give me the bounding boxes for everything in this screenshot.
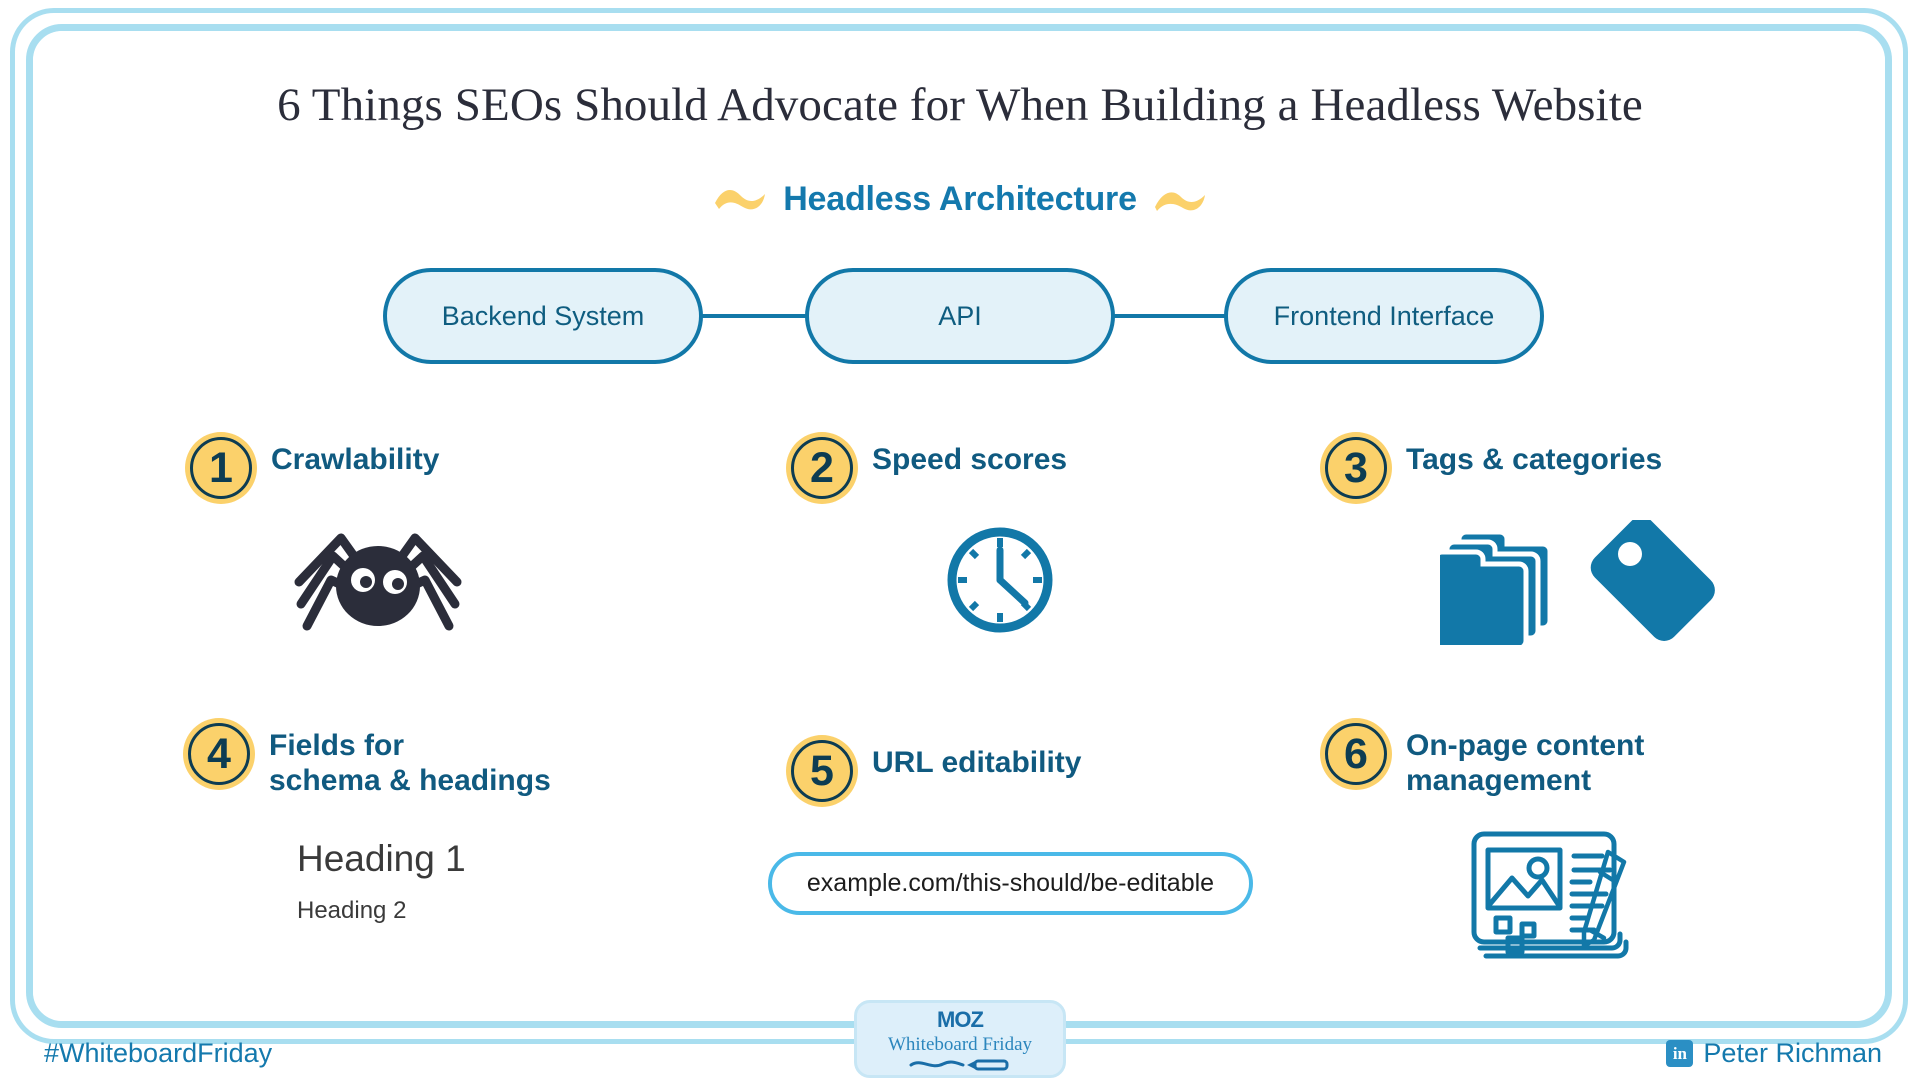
footer-author: in Peter Richman (1666, 1038, 1882, 1069)
badge-number: 6 (1344, 729, 1368, 778)
architecture-connector (701, 314, 809, 318)
number-badge: 5 (786, 735, 858, 807)
footer-author-name: Peter Richman (1703, 1038, 1882, 1068)
architecture-heading: Headless Architecture (0, 180, 1920, 219)
item-header: 5 URL editability (786, 735, 1081, 807)
page-title: 6 Things SEOs Should Advocate for When B… (277, 79, 1643, 131)
heading-samples: Heading 1 Heading 2 (297, 838, 466, 925)
spider-icon (294, 533, 462, 631)
list-item-fields-schema-headings: 4 Fields for schema & headings (183, 718, 551, 799)
item-header: 4 Fields for schema & headings (183, 718, 551, 799)
item-header: 2 Speed scores (786, 432, 1067, 504)
architecture-diagram: Backend System API Frontend Interface (0, 268, 1920, 368)
badge-number: 4 (207, 729, 231, 778)
list-item-tags-categories: 3 Tags & categories (1320, 432, 1662, 504)
badge-number: 5 (810, 746, 834, 795)
badge-number: 3 (1344, 443, 1368, 492)
clock-icon (947, 527, 1053, 633)
architecture-connector (1113, 314, 1226, 318)
badge-ring (188, 723, 250, 785)
item-title: Fields for schema & headings (269, 729, 551, 798)
badge-ring (791, 437, 853, 499)
item-title: Speed scores (872, 443, 1068, 476)
number-badge: 6 (1320, 718, 1392, 790)
number-badge: 4 (183, 718, 255, 790)
item-title: Crawlability (271, 443, 440, 476)
url-input-field[interactable]: example.com/this-should/be-editable (768, 852, 1253, 915)
badge-ring (791, 740, 853, 802)
linkedin-icon[interactable]: in (1666, 1040, 1694, 1067)
architecture-node-backend[interactable]: Backend System (383, 268, 703, 364)
url-input-value: example.com/this-should/be-editable (806, 869, 1215, 897)
marker-squiggle-icon (909, 1059, 1009, 1071)
content-editor-icon (1471, 831, 1629, 959)
footer-hashtag: #WhiteboardFriday (44, 1038, 273, 1068)
badge-ring (1325, 723, 1387, 785)
list-item-on-page-content-management: 6 On-page content management (1320, 718, 1644, 799)
badge-number: 2 (810, 443, 834, 492)
list-item-url-editability: 5 URL editability (786, 735, 1081, 807)
number-badge: 2 (786, 432, 858, 504)
folders-and-tag-icon (1440, 520, 1715, 645)
yellow-swash-icon (715, 189, 766, 209)
moz-whiteboard-friday-logo: MOZ Whiteboard Friday (854, 1000, 1066, 1078)
number-badge: 3 (1320, 432, 1392, 504)
architecture-node-frontend[interactable]: Frontend Interface (1224, 268, 1544, 364)
item-title: On-page content management (1406, 729, 1645, 798)
item-title: URL editability (872, 746, 1082, 779)
number-badge: 1 (185, 432, 257, 504)
badge-ring (190, 437, 252, 499)
item-header: 6 On-page content management (1320, 718, 1644, 799)
badge-ring (1325, 437, 1387, 499)
architecture-node-api[interactable]: API (805, 268, 1115, 364)
list-item-speed-scores: 2 Speed scores (786, 432, 1067, 504)
heading-2-sample: Heading 2 (297, 897, 407, 924)
architecture-heading-text: Headless Architecture (783, 180, 1137, 218)
badge-number: 1 (209, 443, 233, 492)
moz-subtitle: Whiteboard Friday (887, 1034, 1033, 1055)
list-item-crawlability: 1 Crawlability (185, 432, 439, 504)
moz-wordmark: MOZ (937, 1007, 984, 1032)
yellow-swash-icon (1154, 191, 1205, 211)
heading-1-sample: Heading 1 (297, 838, 466, 879)
item-header: 3 Tags & categories (1320, 432, 1662, 504)
item-header: 1 Crawlability (185, 432, 439, 504)
item-title: Tags & categories (1406, 443, 1663, 476)
